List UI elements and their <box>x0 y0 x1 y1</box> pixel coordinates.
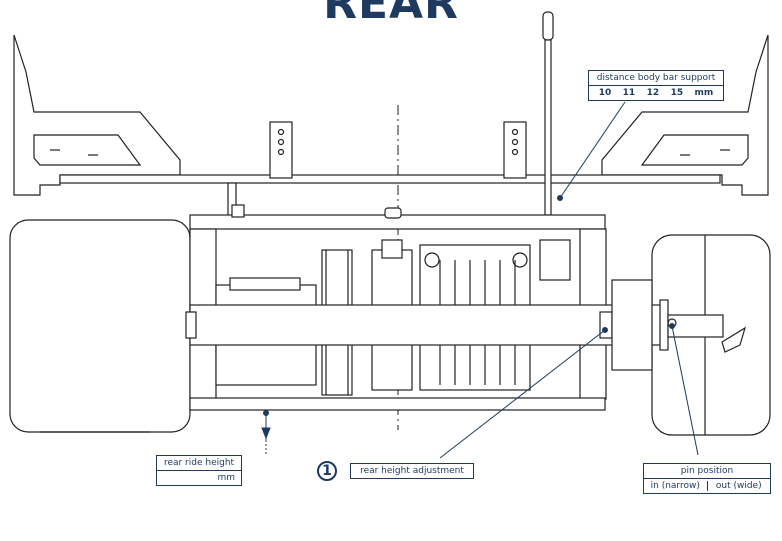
body-bar-value: 15 <box>670 88 684 98</box>
step-number-badge: 1 <box>317 461 337 481</box>
pin-label-row: pin position <box>644 464 770 478</box>
page-title: REAR <box>323 0 459 29</box>
body-bar-label-row: distance body bar support <box>589 71 723 85</box>
body-bar-unit: mm <box>694 88 714 98</box>
height-adjust-callout: rear height adjustment <box>350 463 474 479</box>
body-bar-values-row: 10 11 12 15 mm <box>589 85 723 100</box>
pin-option-narrow: in (narrow) <box>650 481 700 491</box>
body-bar-value: 10 <box>598 88 612 98</box>
height-adjust-label: rear height adjustment <box>360 466 464 476</box>
pin-position-callout: pin position in (narrow) out (wide) <box>643 463 771 494</box>
ride-height-label: rear ride height <box>163 458 235 468</box>
ride-height-callout: rear ride height mm <box>156 455 242 486</box>
body-bar-label: distance body bar support <box>596 73 716 83</box>
pin-label: pin position <box>680 466 734 476</box>
body-bar-callout: distance body bar support 10 11 12 15 mm <box>588 70 724 101</box>
pin-options-row: in (narrow) out (wide) <box>644 478 770 493</box>
height-adjust-row: rear height adjustment <box>351 464 473 478</box>
pin-option-wide: out (wide) <box>706 481 771 491</box>
body-bar-value: 11 <box>622 88 636 98</box>
ride-height-unit: mm <box>217 473 235 483</box>
ride-height-label-row: rear ride height <box>157 456 241 470</box>
ride-height-unit-row: mm <box>157 470 241 485</box>
body-bar-value: 12 <box>646 88 660 98</box>
